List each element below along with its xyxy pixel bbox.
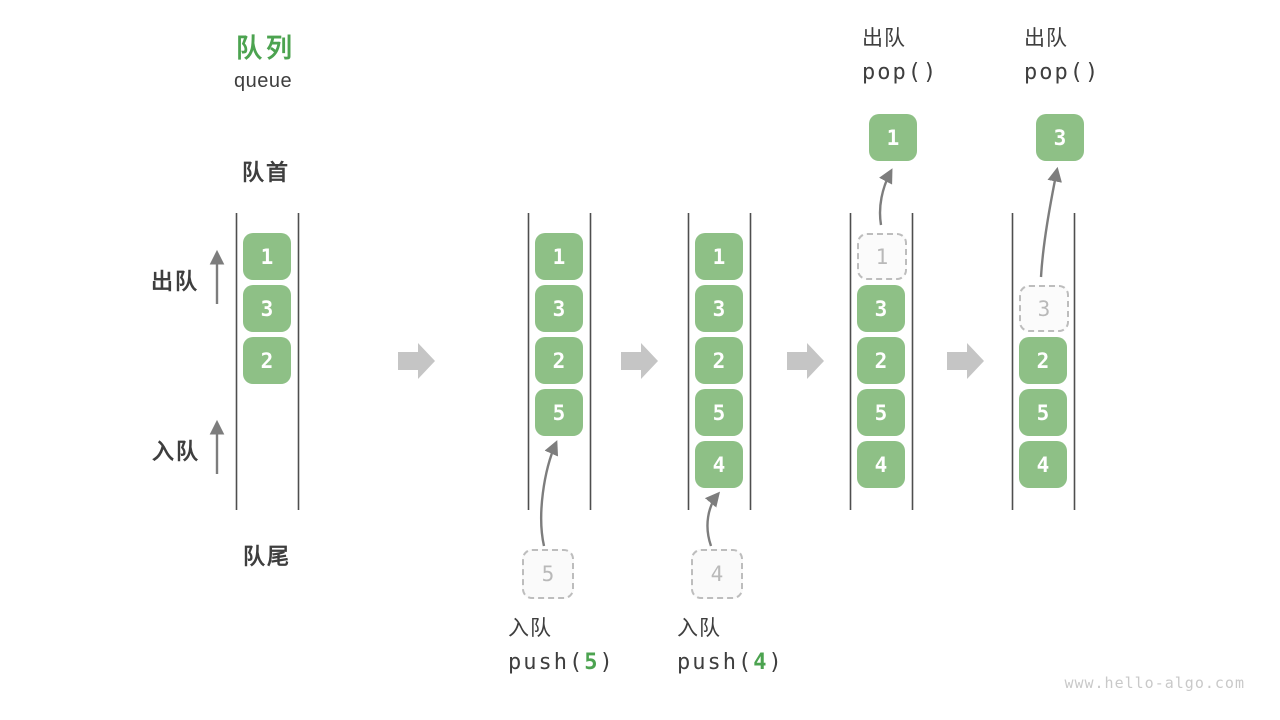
watermark: www.hello-algo.com <box>1064 674 1245 692</box>
pending-item: 5 <box>522 549 574 599</box>
enqueue-annotation: 入队 push(4) <box>677 616 784 678</box>
queue-item: 2 <box>857 337 905 384</box>
annotation-code: push(4) <box>677 648 784 678</box>
dequeue-arrow <box>878 168 893 226</box>
dequeue-annotation: 出队 pop() <box>862 26 938 88</box>
enqueue-annotation: 入队 push(5) <box>508 616 615 678</box>
queue-rear-label: 队尾 <box>243 544 292 569</box>
enqueue-label: 入队 <box>152 439 201 464</box>
queue-item: 3 <box>857 285 905 332</box>
queue-item-ghost: 1 <box>857 233 907 280</box>
flow-arrow <box>947 343 984 379</box>
pending-item: 4 <box>691 549 743 599</box>
annotation-code: push(5) <box>508 648 615 678</box>
enqueue-arrow <box>540 440 559 547</box>
dequeue-arrow <box>1039 166 1062 278</box>
queue-item: 5 <box>857 389 905 436</box>
annotation-code: pop() <box>1024 60 1101 85</box>
operation-arrows <box>540 166 1062 547</box>
queue-item: 4 <box>695 441 743 488</box>
code-arg: 5 <box>584 650 600 675</box>
annotation-label: 出队 <box>1024 27 1068 50</box>
flow-arrow <box>787 343 824 379</box>
queue-item: 5 <box>535 389 583 436</box>
queue-front-label: 队首 <box>242 160 291 185</box>
queue-item: 4 <box>857 441 905 488</box>
queue-item: 2 <box>243 337 291 384</box>
code-post: ) <box>768 650 784 675</box>
queue-item-ghost: 3 <box>1019 285 1069 332</box>
enqueue-arrow <box>704 491 721 547</box>
queue-item: 2 <box>1019 337 1067 384</box>
dequeue-label: 出队 <box>151 269 200 294</box>
flow-arrow <box>398 343 435 379</box>
queue-item: 4 <box>1019 441 1067 488</box>
annotation-code: pop() <box>862 60 939 85</box>
annotation-label: 入队 <box>677 617 721 640</box>
queue-item: 1 <box>695 233 743 280</box>
queue-item: 5 <box>1019 389 1067 436</box>
dequeue-annotation: 出队 pop() <box>1024 26 1100 88</box>
flow-arrow <box>621 343 658 379</box>
code-pre: push( <box>677 650 754 675</box>
code-post: ) <box>599 650 615 675</box>
queue-item: 1 <box>535 233 583 280</box>
queue-item: 1 <box>243 233 291 280</box>
annotation-label: 出队 <box>862 27 906 50</box>
queue-item: 2 <box>535 337 583 384</box>
queue-item: 3 <box>695 285 743 332</box>
queue-item: 2 <box>695 337 743 384</box>
code-arg: 4 <box>753 650 769 675</box>
queue-walls <box>235 213 1076 510</box>
page-subtitle: queue <box>234 70 293 92</box>
queue-item: 3 <box>535 285 583 332</box>
popped-item: 3 <box>1036 114 1084 161</box>
page-title: 队列 <box>236 33 297 63</box>
code-pre: push( <box>508 650 585 675</box>
annotation-label: 入队 <box>508 617 552 640</box>
queue-item: 5 <box>695 389 743 436</box>
popped-item: 1 <box>869 114 917 161</box>
queue-item: 3 <box>243 285 291 332</box>
